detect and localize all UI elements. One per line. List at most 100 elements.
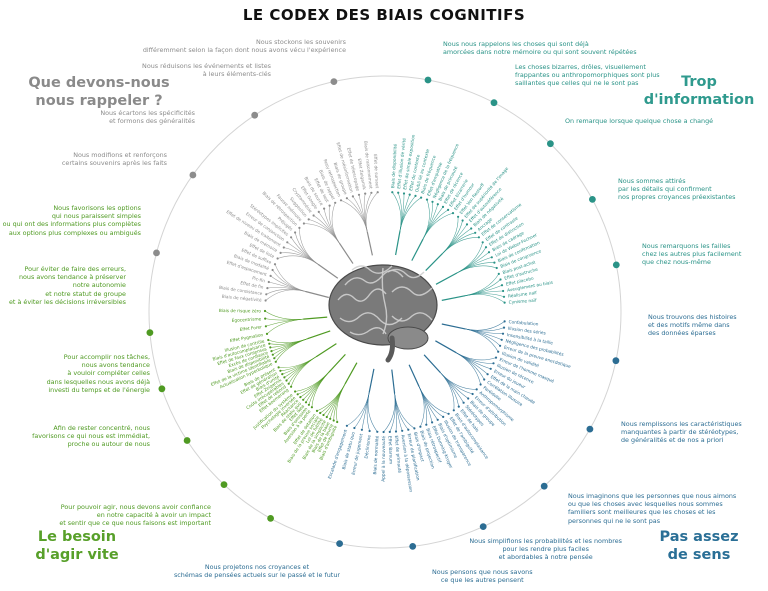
- branch-leaf: [388, 430, 391, 433]
- note-line: Nous pensons que nous savons: [432, 568, 533, 576]
- branch-leaf: [414, 194, 417, 197]
- bias-label: Biais de négativité: [221, 293, 262, 304]
- branch-leaf: [486, 373, 489, 376]
- branch-line: [336, 383, 346, 423]
- note-blue-1: Nous trouvons des histoires et des motif…: [648, 313, 737, 338]
- brain-cerebrum: [328, 264, 438, 346]
- note-line: chez les autres plus facilement: [642, 250, 742, 259]
- branch-leaf: [302, 398, 305, 401]
- branch-leaf: [290, 385, 293, 388]
- branch-leaf: [269, 346, 272, 349]
- branch-trunk: [307, 330, 331, 340]
- note-line: Nous écartons les spécificités: [100, 109, 195, 117]
- branch-trunk: [344, 362, 358, 384]
- quadrant-remember-line-1: Que devons-nous: [28, 75, 170, 91]
- note-line: Nous remarquons les failles: [642, 242, 731, 250]
- branch-leaf: [457, 215, 460, 218]
- branch-trunk: [303, 316, 328, 320]
- branch-leaf: [376, 191, 379, 194]
- branch-leaf: [487, 251, 491, 254]
- note-line: Nous modifions et renforçons: [73, 151, 167, 159]
- outer-ring: [148, 75, 622, 549]
- branch-line: [422, 212, 454, 240]
- branch-trunk: [391, 369, 396, 394]
- note-line: On remarque lorsque quelque chose a chan…: [565, 117, 714, 125]
- branch-leaf: [420, 196, 423, 199]
- note-line: favorisons ce qui nous est immédiat,: [32, 432, 150, 441]
- branch-line: [352, 196, 368, 232]
- note-line: notre autonomie: [72, 281, 126, 290]
- group-dot: [490, 99, 498, 107]
- group-dot: [547, 140, 554, 148]
- branch-trunk: [411, 239, 424, 261]
- group-dot: [153, 249, 160, 257]
- branch-line: [294, 232, 319, 265]
- bias-label: Effet de sursaut: [372, 154, 380, 189]
- quadrant-meaning: Pas assez de sens: [646, 528, 752, 564]
- branch-leaf: [382, 430, 385, 434]
- branch-leaf: [451, 212, 455, 215]
- branch-line: [280, 356, 317, 372]
- branch-line: [264, 310, 304, 320]
- branch-trunk: [423, 354, 441, 373]
- branch-leaf: [267, 338, 270, 342]
- branch-leaf: [471, 392, 474, 396]
- note-line: Nous favorisons les options: [53, 204, 141, 212]
- branch-line: [365, 192, 378, 232]
- branch-leaf: [413, 427, 416, 430]
- bias-label: Effet de primauté: [393, 435, 403, 474]
- branch-leaf: [298, 226, 301, 229]
- note-line: Nous simplifions les probabilités et les…: [469, 537, 622, 545]
- branch-leaf: [364, 192, 367, 195]
- branch-line: [290, 237, 319, 265]
- branch-line: [394, 393, 415, 429]
- branch-leaf: [287, 382, 290, 385]
- branch-leaf: [271, 268, 274, 272]
- note-teal-3: On remarque lorsque quelque chose a chan…: [565, 117, 713, 125]
- note-line: Nous projetons nos croyances et: [204, 563, 310, 571]
- branch-line: [268, 338, 308, 344]
- quadrant-remember: Que devons-nous nous rappeler ?: [24, 74, 174, 110]
- branch-leaf: [490, 256, 493, 259]
- branch-leaf: [279, 369, 282, 372]
- branch-leaf: [328, 204, 331, 207]
- branch-trunk: [366, 231, 373, 256]
- branch-leaf: [264, 325, 267, 328]
- branch-leaf: [299, 396, 302, 399]
- branch-leaf: [391, 191, 394, 194]
- note-line: de généralités et de nos a priori: [621, 436, 724, 445]
- branch-leaf: [376, 430, 379, 433]
- branch-leaf: [325, 415, 328, 419]
- branch-trunk: [435, 272, 458, 285]
- bias-label: Effet de niveau de traitement: [225, 209, 282, 248]
- note-line: à leurs éléments-clés: [202, 70, 271, 79]
- branch-line: [367, 392, 378, 432]
- bias-label: Confabulation: [508, 319, 539, 327]
- branch-leaf: [351, 195, 354, 198]
- brain-cerebellum: [387, 326, 429, 350]
- branch-leaf: [281, 373, 284, 376]
- note-line: Afin de rester concentré, nous: [53, 424, 150, 432]
- branch-leaf: [499, 344, 502, 347]
- branch-line: [313, 215, 340, 244]
- note-line: Pour pouvoir agir, nous devons avoir con…: [60, 503, 211, 511]
- branch-leaf: [419, 425, 422, 428]
- branch-leaf: [266, 287, 269, 290]
- note-line: qui nous paraissent simples: [51, 212, 141, 221]
- branch-leaf: [336, 420, 339, 424]
- group-dot: [479, 523, 487, 530]
- note-line: ce que les autres pensent: [440, 576, 524, 585]
- branch-leaf: [431, 421, 434, 424]
- note-line: amorcées dans notre mémoire ou qui sont …: [443, 48, 637, 57]
- note-line: et formons des généralités: [109, 117, 195, 126]
- bias-label: Biais de raisonnement: [362, 141, 373, 190]
- branch-leaf: [425, 423, 428, 426]
- branch-trunk: [339, 243, 354, 264]
- note-line: des données éparses: [648, 329, 716, 338]
- branch-leaf: [484, 246, 488, 249]
- branch-line: [320, 383, 346, 414]
- note-line: que chez nous-même: [642, 258, 711, 267]
- branch-leaf: [294, 390, 297, 393]
- branch-leaf: [322, 413, 325, 417]
